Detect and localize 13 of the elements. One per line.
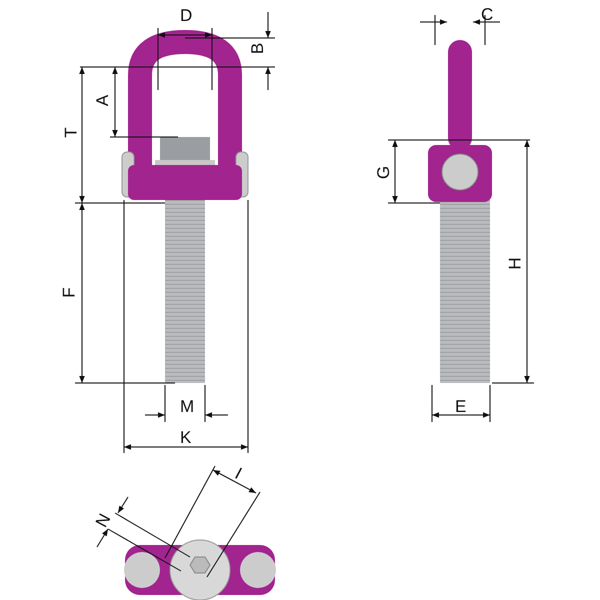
dimension-label: G [375,166,392,180]
dimension-label: E [455,398,466,415]
dimension-label: D [180,7,192,24]
dimension-label: I [232,464,244,482]
dimension-label: F [60,287,78,298]
dimension-label: N [92,511,114,530]
dimension-label: H [506,257,524,270]
dimension-label: K [180,429,192,446]
dimension-label: A [94,94,112,106]
dimension-label: B [249,42,266,54]
dimension-label: M [180,398,194,415]
dimension-label: T [62,127,80,138]
dimension-label: C [481,6,494,23]
